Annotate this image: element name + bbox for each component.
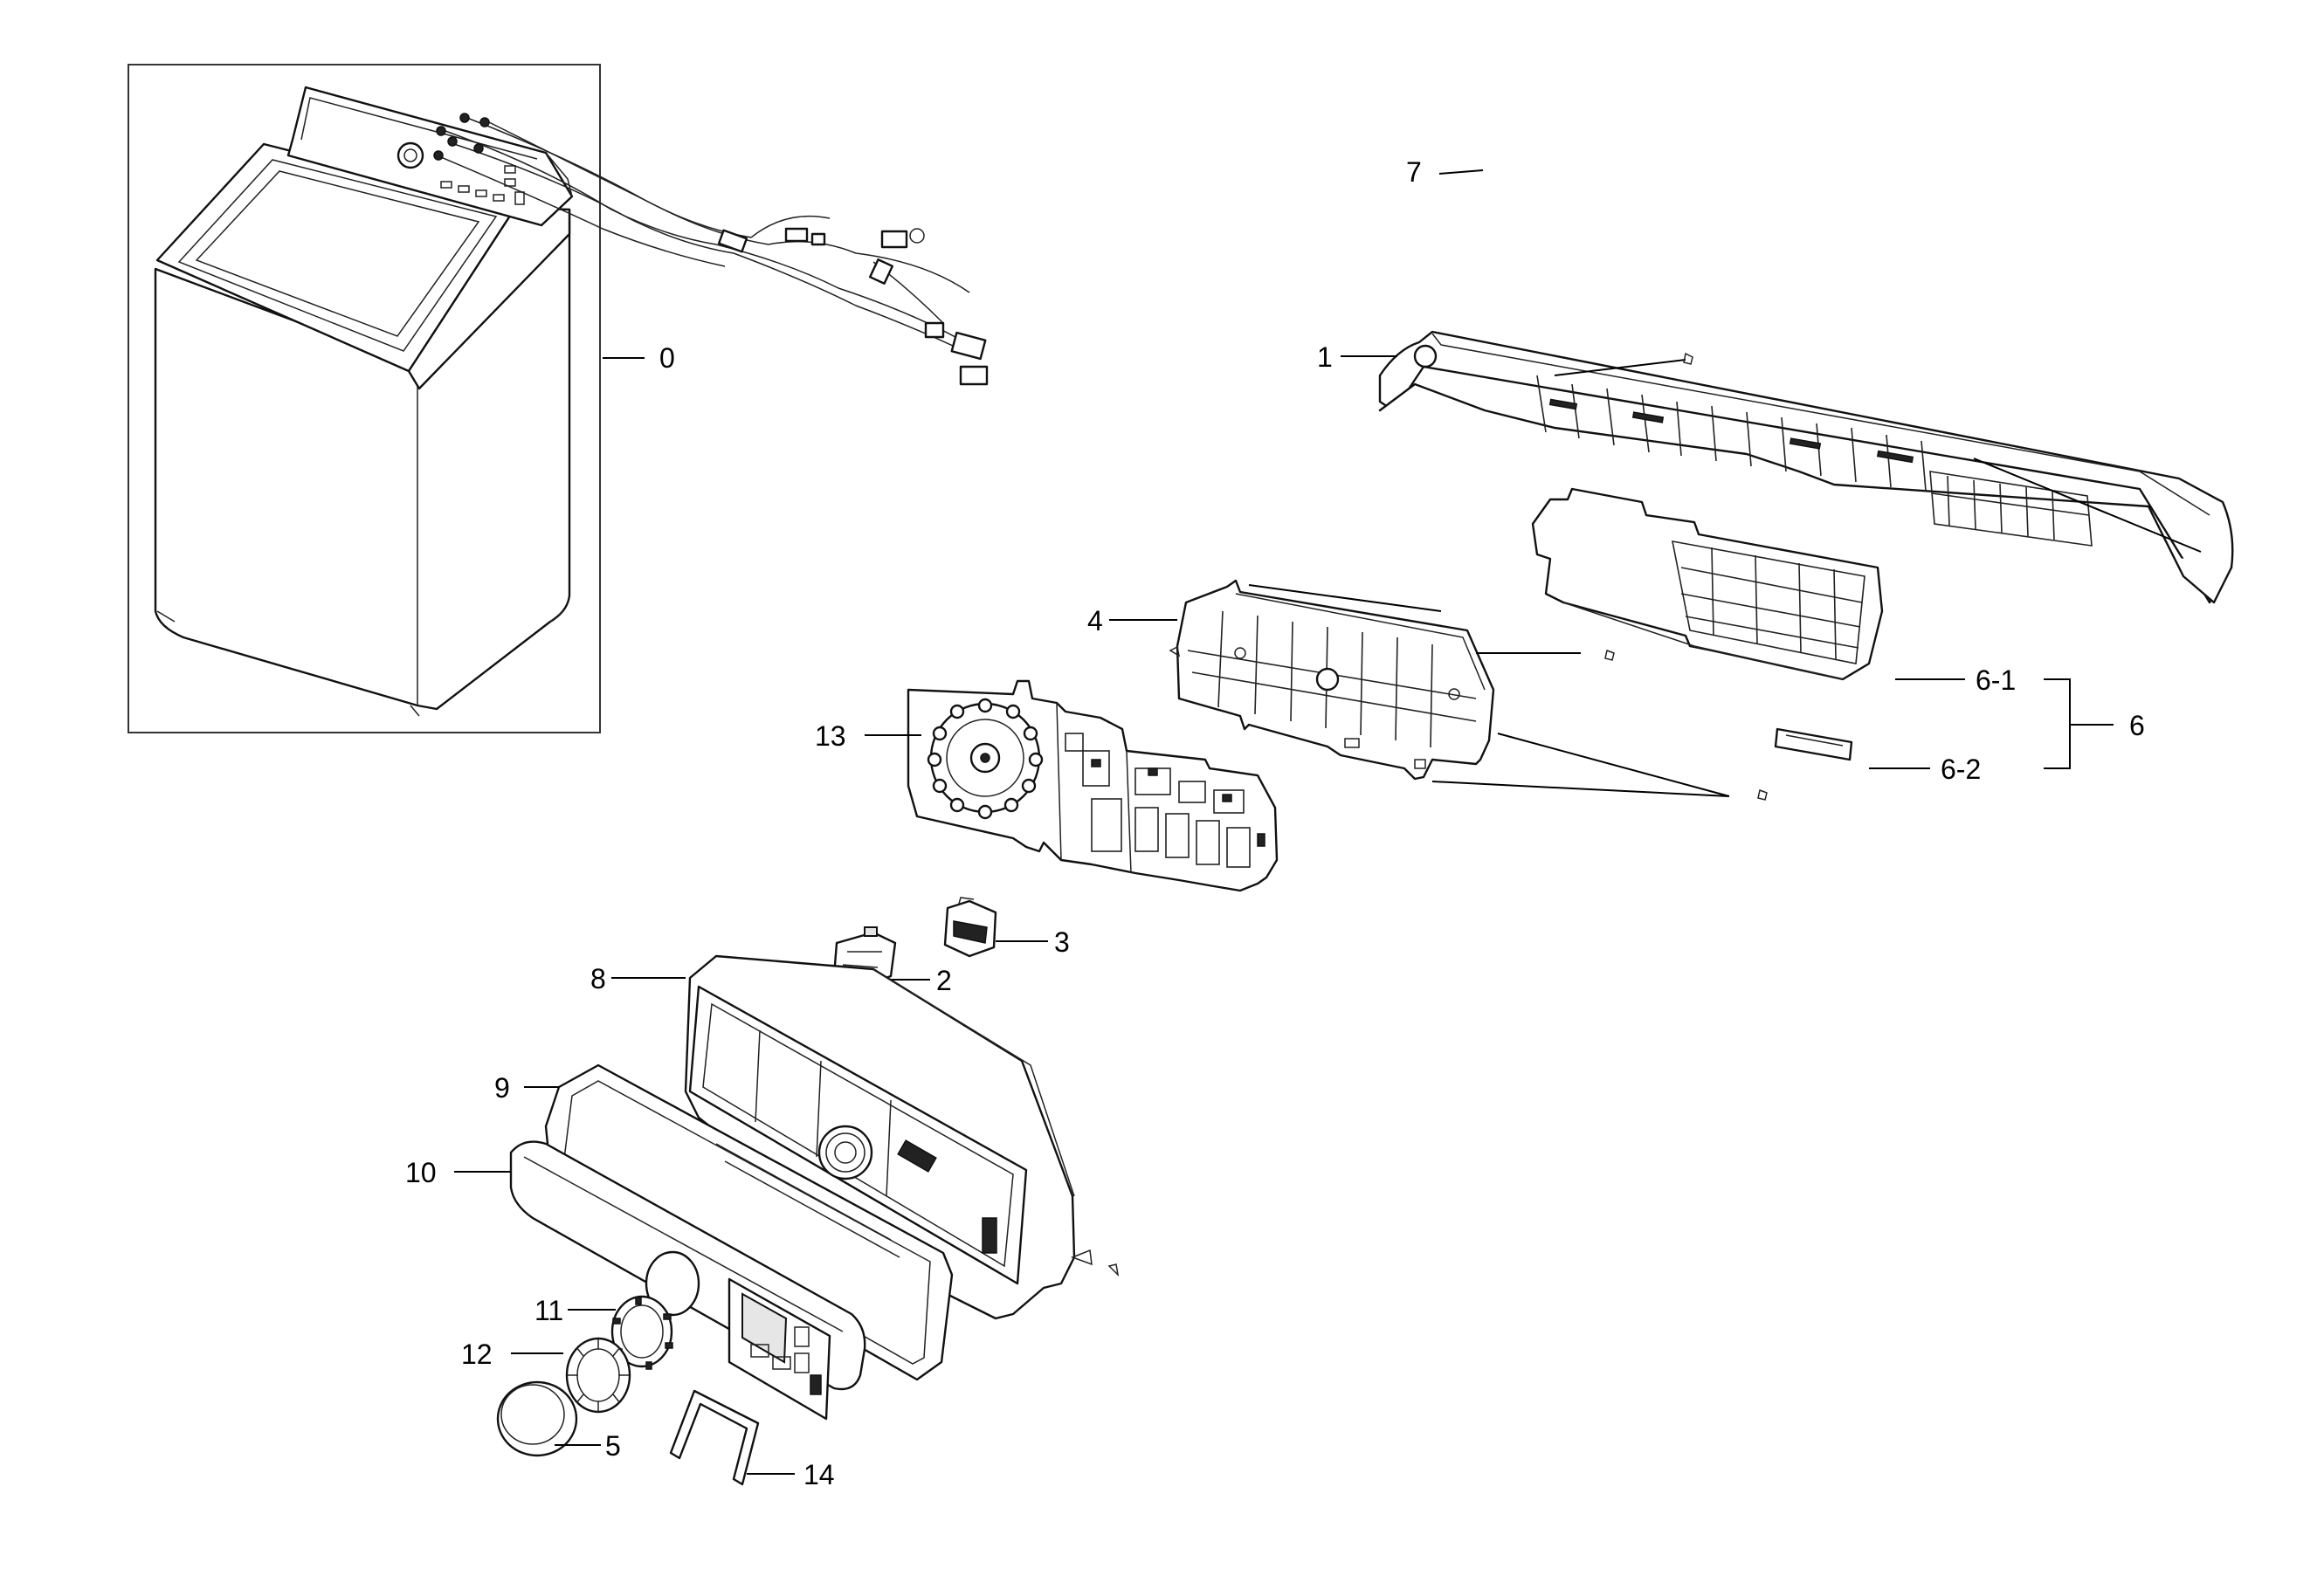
callout-14: 14 <box>803 1459 835 1490</box>
callout-6-2: 6-2 <box>1941 754 1981 785</box>
callout-0: 0 <box>659 342 675 374</box>
part-13-main-pcb <box>907 679 1279 892</box>
callout-5: 5 <box>605 1430 621 1462</box>
part-14-seal <box>669 1389 760 1486</box>
part-8-control-frame <box>684 954 1120 1320</box>
part-12-knob-insert <box>565 1337 631 1414</box>
part-9-gasket <box>544 1063 954 1381</box>
part-0-washer <box>128 64 601 733</box>
callout-9: 9 <box>494 1072 510 1104</box>
part-5-knob-cap <box>496 1380 578 1457</box>
callout-6: 6 <box>2129 710 2145 741</box>
part-10-front-panel <box>509 1140 866 1421</box>
part-4-pcb-cover <box>1169 579 1768 801</box>
part-1-control-panel-cover <box>1378 330 2234 604</box>
callout-8: 8 <box>590 963 606 994</box>
callout-7: 7 <box>1406 156 1422 188</box>
callout-4: 4 <box>1087 605 1103 637</box>
callout-11: 11 <box>534 1295 563 1326</box>
part-6-1-pcb-bracket <box>1531 487 1884 681</box>
part-7-wire-harness <box>433 113 989 386</box>
part-3-connector <box>943 897 997 958</box>
callout-6-1: 6-1 <box>1976 664 2016 696</box>
callout-3: 3 <box>1054 926 1070 958</box>
callout-1: 1 <box>1317 341 1333 373</box>
callout-12: 12 <box>461 1339 493 1370</box>
callout-13: 13 <box>815 720 846 752</box>
callout-2: 2 <box>936 965 952 996</box>
callout-10: 10 <box>405 1157 437 1188</box>
part-6-2-strip <box>1774 727 1853 761</box>
